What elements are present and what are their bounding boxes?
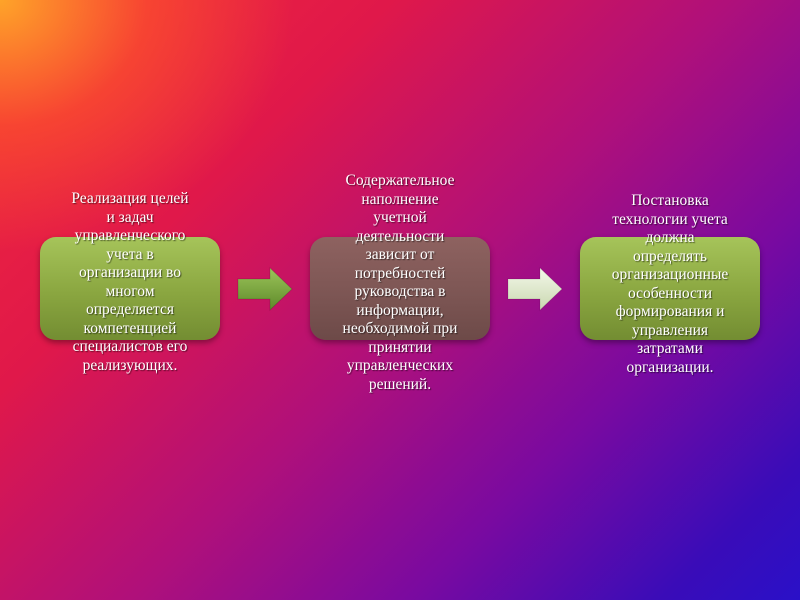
right-arrow-icon (237, 266, 293, 312)
step-1-text: Реализация целей и задач управленческого… (71, 190, 189, 374)
step-2-text: Содержательное наполнение учетной деятел… (342, 172, 458, 393)
right-arrow-icon (507, 266, 563, 312)
process-box-3 (580, 237, 760, 340)
step-3-text: Постановка технологии учета должна опред… (611, 192, 729, 376)
process-box-2 (310, 237, 490, 340)
process-box-1 (40, 237, 220, 340)
